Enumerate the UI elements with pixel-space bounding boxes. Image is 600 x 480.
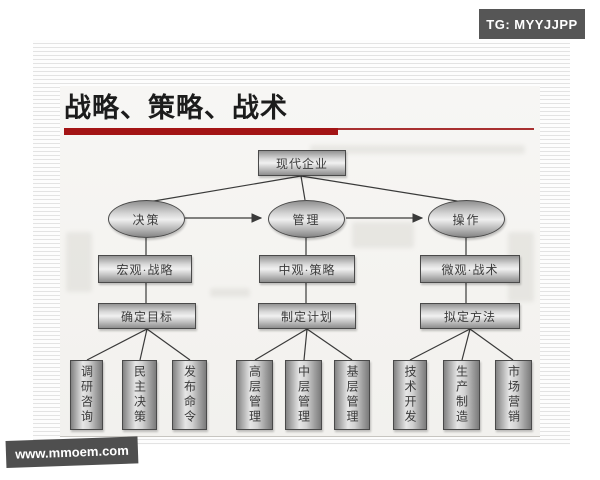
- node-root: 现代企业: [258, 150, 346, 176]
- scan-artifact: [310, 145, 525, 154]
- watermark: www.mmoem.com: [5, 436, 139, 468]
- node-stage-decision: 决策: [108, 200, 185, 238]
- node-action-plans: 制定计划: [258, 303, 356, 329]
- title-underline: [64, 128, 534, 136]
- node-scope-macro: 宏观·战略: [98, 255, 192, 283]
- node-leaf-top-management: 高层管理: [236, 360, 273, 430]
- node-leaf-marketing: 市场营销: [495, 360, 532, 430]
- node-leaf-manufacturing: 生产制造: [443, 360, 480, 430]
- node-leaf-tech-development: 技术开发: [393, 360, 427, 430]
- node-leaf-base-management: 基层管理: [334, 360, 370, 430]
- node-scope-meso: 中观·策略: [259, 255, 355, 283]
- node-scope-micro: 微观·战术: [420, 255, 520, 283]
- scan-artifact: [210, 288, 250, 297]
- node-stage-management: 管理: [268, 200, 345, 238]
- scan-artifact: [66, 232, 92, 292]
- node-leaf-research: 调研咨询: [70, 360, 103, 430]
- node-stage-operation: 操作: [428, 200, 505, 238]
- node-action-methods: 拟定方法: [420, 303, 520, 329]
- node-leaf-middle-management: 中层管理: [285, 360, 322, 430]
- node-leaf-issue-orders: 发布命令: [172, 360, 207, 430]
- scan-artifact: [352, 222, 414, 248]
- scan-edge-line: [60, 436, 540, 437]
- node-leaf-democratic-decision: 民主决策: [122, 360, 157, 430]
- title-underline-thick: [64, 128, 338, 135]
- slide-title: 战略、策略、战术: [64, 93, 288, 123]
- title-underline-thin: [338, 128, 534, 130]
- node-action-goals: 确定目标: [98, 303, 196, 329]
- telegram-badge: TG: MYYJJPP: [479, 9, 585, 39]
